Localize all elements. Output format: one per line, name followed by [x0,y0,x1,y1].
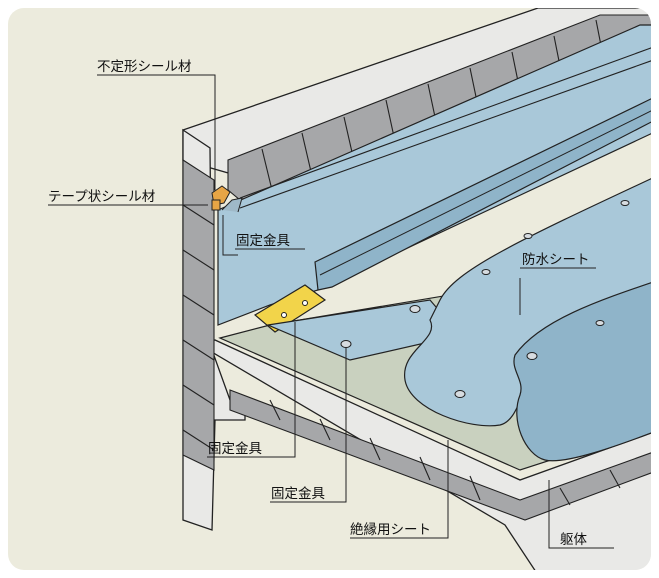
tile-joints-floor [269,399,621,506]
membrane-top-edge [239,44,651,199]
membrane-wall [217,24,651,326]
label-fixing-bracket-bottom: 固定金具 [271,486,325,502]
label-underlines [235,248,596,269]
label-fixing-bracket-top: 固定金具 [236,233,290,249]
label-fixing-bracket-left: 固定金具 [208,441,262,457]
fixing-bracket-yellow [253,284,327,333]
sealant-tape [211,199,221,211]
label-waterproof-sheet: 防水シート [522,252,590,268]
label-sealant-amorphous: 不定形シール材 [97,59,192,75]
label-structure: 躯体 [560,532,588,548]
structure-floor [198,339,651,570]
leader-lines [48,74,614,549]
bracket-hole-1 [281,312,287,318]
label-sealant-tape: テープ状シール材 [48,189,155,205]
label-insulation-sheet: 絶縁用シート [350,522,431,538]
waterproof-sheet-curl-2 [513,279,651,462]
fasteners [340,200,630,398]
tile-band-left [182,158,215,471]
angle-bracket-edge [319,106,651,276]
fixing-bracket-top-shape [221,197,243,213]
bracket-hole-2 [302,300,308,306]
tile-joints-left [182,204,215,451]
membrane-top-edge-2 [239,57,651,209]
tile-band-floor [229,389,651,521]
